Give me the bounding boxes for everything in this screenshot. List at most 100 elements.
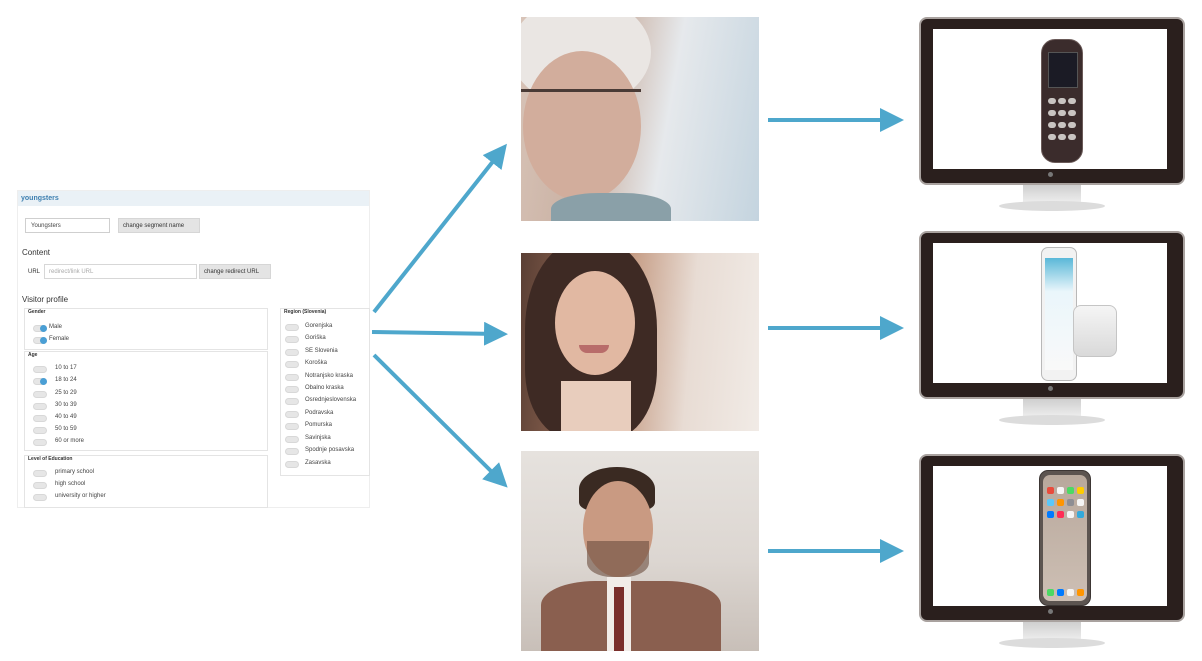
toggle-switch[interactable] xyxy=(285,436,299,443)
toggle-switch[interactable] xyxy=(285,324,299,331)
toggle-switch[interactable] xyxy=(33,391,47,398)
app-icon xyxy=(1077,511,1084,518)
dock-icon xyxy=(1047,589,1054,596)
arrow-to-young-woman xyxy=(371,321,508,346)
region-option[interactable]: Savinjska xyxy=(285,435,369,445)
age-option[interactable]: 50 to 59 xyxy=(33,426,153,436)
change-segment-name-button[interactable]: change segment name xyxy=(118,218,200,233)
redirect-url-input[interactable]: redirect/link URL xyxy=(44,264,197,279)
toggle-switch[interactable] xyxy=(33,494,47,501)
age-group: Age 10 to 17 18 to 24 25 to 29 30 to 39 … xyxy=(24,351,268,451)
region-option[interactable]: Goriška xyxy=(285,335,369,345)
beard xyxy=(587,541,649,577)
toggle-switch[interactable] xyxy=(285,386,299,393)
toggle-switch[interactable] xyxy=(285,361,299,368)
visitor-profile-heading: Visitor profile xyxy=(22,295,69,304)
gender-title: Gender xyxy=(28,309,46,315)
toggle-switch[interactable] xyxy=(285,448,299,455)
region-option[interactable]: Pomurska xyxy=(285,422,369,432)
toggle-switch[interactable] xyxy=(33,439,47,446)
key xyxy=(1068,98,1076,104)
shoulder xyxy=(551,193,671,221)
key xyxy=(1048,134,1056,140)
toggle-switch[interactable] xyxy=(285,398,299,405)
toggle-switch[interactable] xyxy=(33,337,47,344)
arrow-to-young-man xyxy=(372,353,508,488)
toggle-switch[interactable] xyxy=(33,470,47,477)
toggle-switch[interactable] xyxy=(285,336,299,343)
monitor-3 xyxy=(919,454,1185,654)
suit xyxy=(541,581,721,651)
region-title: Region (Slovenia) xyxy=(284,309,327,315)
toggle-switch[interactable] xyxy=(33,378,47,385)
app-icon xyxy=(1047,511,1054,518)
android-smartphone-icon xyxy=(1041,247,1077,381)
neck xyxy=(561,381,631,431)
education-option[interactable]: university or higher xyxy=(33,493,183,503)
monitor-1 xyxy=(919,17,1185,217)
key xyxy=(1058,122,1066,128)
education-option[interactable]: primary school xyxy=(33,469,183,479)
segment-name-input[interactable]: Youngsters xyxy=(25,218,110,233)
age-option[interactable]: 60 or more xyxy=(33,438,153,448)
region-option[interactable]: Koroška xyxy=(285,360,369,370)
speaker-icon xyxy=(1073,305,1117,357)
age-option[interactable]: 18 to 24 xyxy=(33,377,153,387)
toggle-switch[interactable] xyxy=(285,423,299,430)
change-redirect-url-button[interactable]: change redirect URL xyxy=(199,264,271,279)
monitor-base xyxy=(999,638,1105,648)
face xyxy=(523,51,641,201)
key xyxy=(1048,110,1056,116)
key xyxy=(1068,110,1076,116)
region-option[interactable]: Gorenjska xyxy=(285,323,369,333)
gender-option-male[interactable]: Male xyxy=(33,324,133,334)
toggle-switch[interactable] xyxy=(33,427,47,434)
region-option[interactable]: Spodnje posavska xyxy=(285,447,369,457)
monitor-neck xyxy=(1023,622,1081,640)
key xyxy=(1068,134,1076,140)
monitor-screen xyxy=(933,29,1167,169)
toggle-switch[interactable] xyxy=(33,366,47,373)
dock-icon xyxy=(1057,589,1064,596)
key xyxy=(1048,98,1056,104)
age-option[interactable]: 10 to 17 xyxy=(33,365,153,375)
age-option[interactable]: 40 to 49 xyxy=(33,414,153,424)
app-icon xyxy=(1067,487,1074,494)
young-man-photo xyxy=(521,451,759,651)
monitor-screen xyxy=(933,466,1167,606)
region-option[interactable]: SE Slovenia xyxy=(285,348,369,358)
content-heading: Content xyxy=(22,248,51,257)
region-option[interactable]: Obalno kraska xyxy=(285,385,369,395)
age-option[interactable]: 30 to 39 xyxy=(33,402,153,412)
app-icon xyxy=(1047,487,1054,494)
young-woman-photo xyxy=(521,253,759,431)
key xyxy=(1058,134,1066,140)
monitor-screen xyxy=(933,243,1167,383)
toggle-switch[interactable] xyxy=(33,482,47,489)
region-option[interactable]: Zasavska xyxy=(285,460,369,470)
region-option[interactable]: Podravska xyxy=(285,410,369,420)
dock-icon xyxy=(1067,589,1074,596)
app-icon xyxy=(1067,511,1074,518)
toggle-switch[interactable] xyxy=(285,349,299,356)
toggle-switch[interactable] xyxy=(285,374,299,381)
region-option[interactable]: Osrednjeslovenska xyxy=(285,397,369,407)
key xyxy=(1058,98,1066,104)
key xyxy=(1068,122,1076,128)
age-option[interactable]: 25 to 29 xyxy=(33,390,153,400)
toggle-switch[interactable] xyxy=(33,325,47,332)
gender-option-female[interactable]: Female xyxy=(33,336,133,346)
segment-header[interactable]: youngsters xyxy=(18,191,369,206)
app-icon xyxy=(1047,499,1054,506)
power-dot xyxy=(1048,386,1053,391)
monitor-2 xyxy=(919,231,1185,431)
toggle-switch[interactable] xyxy=(285,461,299,468)
toggle-switch[interactable] xyxy=(33,403,47,410)
region-group: Region (Slovenia) Gorenjska Goriška SE S… xyxy=(280,308,370,476)
education-option[interactable]: high school xyxy=(33,481,183,491)
glasses-icon xyxy=(521,89,641,114)
region-option[interactable]: Notranjsko kraska xyxy=(285,373,369,383)
toggle-switch[interactable] xyxy=(285,411,299,418)
toggle-switch[interactable] xyxy=(33,415,47,422)
